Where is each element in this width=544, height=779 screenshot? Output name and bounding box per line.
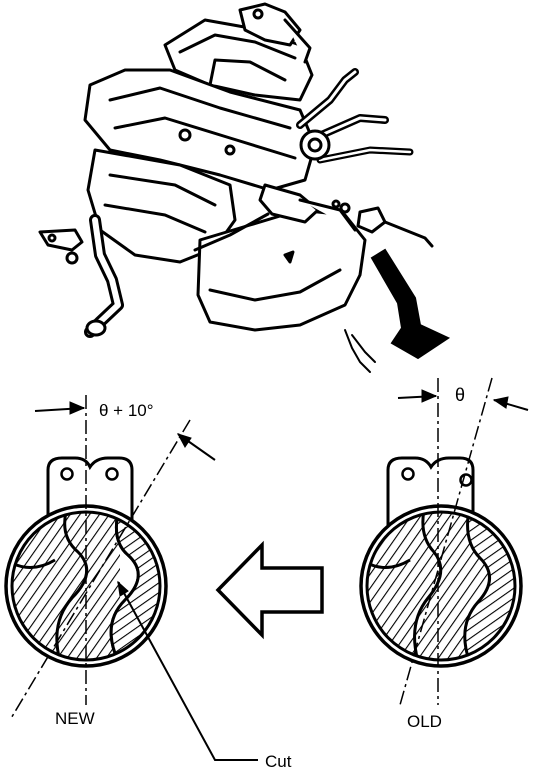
- old-angle-label: θ: [455, 385, 465, 405]
- new-angle-label: θ + 10°: [99, 401, 154, 420]
- engine-illustration-icon: [38, 2, 434, 373]
- cut-label: Cut: [265, 752, 292, 771]
- curved-arrow-icon: [370, 248, 451, 360]
- old-sensor-detail: [359, 377, 529, 706]
- new-label: NEW: [55, 709, 95, 728]
- new-sensor-detail: [4, 395, 258, 761]
- hollow-left-arrow-icon: [215, 540, 324, 640]
- old-label: OLD: [407, 712, 442, 731]
